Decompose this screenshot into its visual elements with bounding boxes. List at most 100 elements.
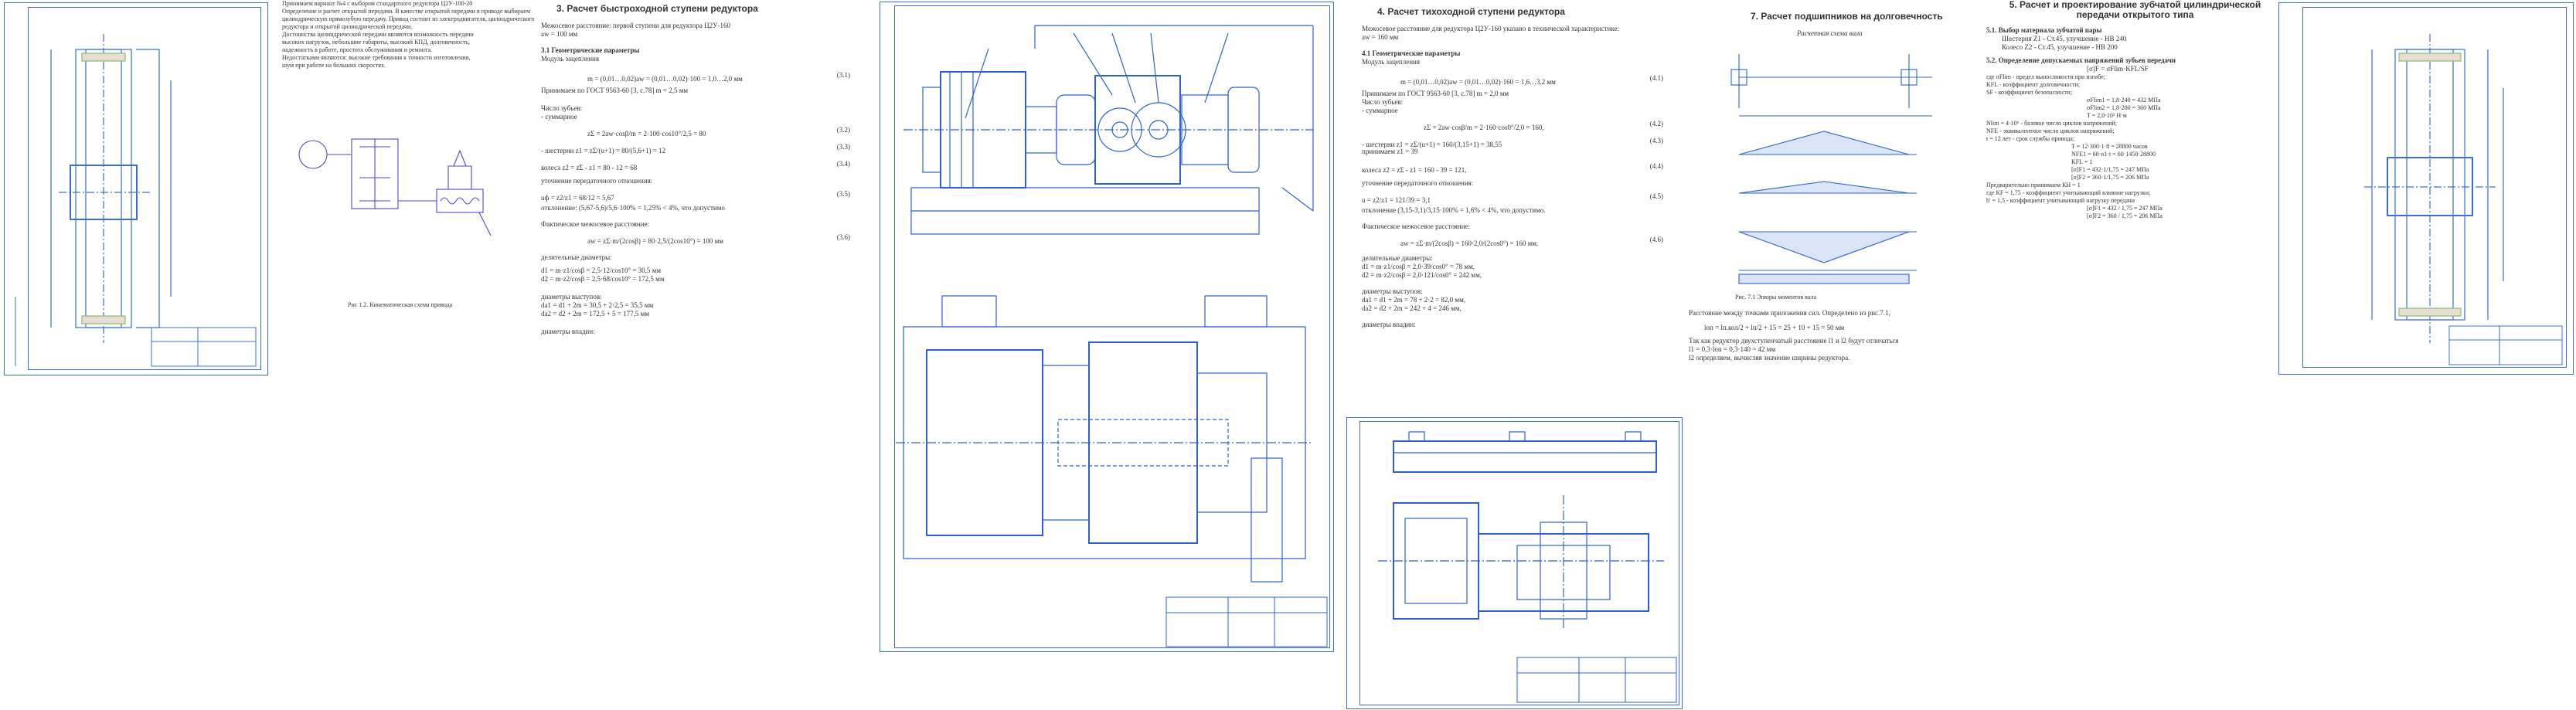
paragraph: d2 = m·z2/cosβ = 2,5·68/cos10° = 172,5 м… <box>541 275 665 283</box>
paragraph: диаметры впадин: <box>1362 321 1416 328</box>
paragraph: принимаем z1 = 39 <box>1362 148 1418 155</box>
wheel-drawing <box>2364 34 2563 365</box>
equation-number: (4.5) <box>1649 192 1663 200</box>
subsection-title: 5.2. Определение допускаемых напряжений … <box>1986 56 2176 64</box>
equation-row: m = (0,01…0,02)aw = (0,01…0,02)·100 = 1,… <box>541 71 850 83</box>
paragraph: Принимаем по ГОСТ 9563-60 [3, с.78] m = … <box>541 87 689 94</box>
drawing-sheet-frame <box>1346 417 1683 709</box>
paragraph: d1 = m·z1/cosβ = 2,5·12/cos10° = 30,5 мм <box>541 267 662 274</box>
text-line: надежность в работе, простота обслуживан… <box>282 46 433 53</box>
paragraph: где КF = 1,75 - коэффициент учитывающий … <box>1986 189 2151 196</box>
equation-row: m = (0,01…0,02)aw = (0,01…0,02)·160 = 1,… <box>1362 74 1663 86</box>
text-line: цилиндрическую прямозубую передачу. Прив… <box>282 15 535 22</box>
wheel-drawing <box>15 34 257 367</box>
equation: [σ]F = σFlim·KFL/SF <box>2087 65 2149 73</box>
paragraph: Число зубьев: <box>1362 98 1404 106</box>
equation-row: колеса z2 = zΣ - z1 = 80 - 12 = 68 (3.4) <box>541 160 850 172</box>
equation: lоп = lп.кол/2 + lп/2 + 15 = 25 + 10 + 1… <box>1704 324 1845 331</box>
column-3-text: 4. Расчет тихоходной ступени редуктора М… <box>1362 6 1663 329</box>
equation-number: (4.1) <box>1649 74 1663 82</box>
equation: zΣ = 2aw·cosβ/m = 2·100·cos10°/2,5 = 80 <box>587 130 706 138</box>
paragraph: d1 = m·z1/cosβ = 2,0·39/cos0° = 78 мм, <box>1362 263 1475 270</box>
equation: - шестерни z1 = zΣ/(u+1) = 160/(3,15+1) … <box>1362 141 1502 148</box>
paragraph: Межосевое расстояние: первой ступени для… <box>541 22 731 29</box>
paragraph: aw = 160 мм <box>1362 33 1399 41</box>
paragraph: делительные диаметры: <box>1362 254 1433 262</box>
equation-number: (4.4) <box>1649 162 1663 170</box>
equation-number: (4.2) <box>1649 120 1663 127</box>
subsection-title: 4.1 Геометрические параметры <box>1362 49 1461 57</box>
paragraph: - суммарное <box>1362 107 1398 114</box>
paragraph: отклонение: (5,67-5,6)/5,6·100% = 1,25% … <box>541 204 725 212</box>
equation-number: (3.2) <box>836 126 850 134</box>
drawing-frame <box>2302 7 2567 368</box>
equation-row: zΣ = 2aw·cosβ/m = 2·160·cos0°/2,0 = 160,… <box>1362 120 1663 131</box>
equation-number: (3.6) <box>836 233 850 241</box>
paragraph: диаметры выступов: <box>1362 287 1423 295</box>
column-4: 7. Расчет подшипников на долговечность Р… <box>1689 11 1990 38</box>
text-line: Принимаем вариант №4 с выбором стандартн… <box>282 0 473 7</box>
equation-row: - шестерни z1 = zΣ/(u+1) = 160/(3,15+1) … <box>1362 137 1663 148</box>
paragraph: da2 = d2 + 2m = 242 + 4 = 246 мм, <box>1362 304 1462 312</box>
paragraph: уточнение передаточного отношения: <box>1362 179 1474 187</box>
equation-row: zΣ = 2aw·cosβ/m = 2·100·cos10°/2,5 = 80 … <box>541 126 850 138</box>
equation-number: (3.3) <box>836 143 850 151</box>
equation: [σ]F2 = 360 / 1,75 = 206 МПа <box>2087 212 2163 219</box>
drawing-sheet-wheel-right <box>2278 2 2574 375</box>
paragraph: aw = 100 мм <box>541 30 578 38</box>
paragraph: KFL - коэффициент долговечности; <box>1986 81 2081 88</box>
equation: aw = zΣ·m/(2cosβ) = 80·2,5/(2cos10°) = 1… <box>587 237 724 245</box>
paragraph: Так как редуктор двухступенчатый расстоя… <box>1689 337 1899 345</box>
equation: σFlim2 = 1,8·200 = 360 МПа <box>2087 104 2161 111</box>
column-2-text: 3. Расчет быстроходной ступени редуктора… <box>541 3 850 336</box>
column-5: 5. Расчет и проектирование зубчатой цили… <box>1986 0 2284 220</box>
equation: u = z2/z1 = 121/39 = 3,1 <box>1362 196 1431 204</box>
subsection-title: 3.1 Геометрические параметры <box>541 46 640 54</box>
diagram-caption: Расчетная схема вала <box>1797 29 1863 37</box>
reducer-assembly-drawing <box>896 25 1328 647</box>
kinematic-scheme <box>298 138 492 236</box>
equation: aw = zΣ·m/(2cosβ) = 160·2,0/(2cos0°) = 1… <box>1400 239 1539 247</box>
drawing-sheet-wheel-left <box>4 2 268 375</box>
paragraph: где σFlim - предел выносливости при изги… <box>1986 73 2105 80</box>
equation: T = 2,0·10³ Н·м <box>2087 112 2127 119</box>
text-line: шум при работе на больших скоростях. <box>282 62 386 69</box>
drawing-sheet-reducer-assembly <box>880 2 1334 652</box>
equation: KFL = 1 <box>2071 158 2093 165</box>
column-4-text: Рис. 7.1 Эпюры моментов вала Расстояние … <box>1689 294 1990 362</box>
equation-row: uф = z2/z1 = 68/12 = 5,67 (3.5) <box>541 190 850 202</box>
paragraph: делительные диаметры: <box>541 253 612 261</box>
section-title: 5. Расчет и проектирование зубчатой цили… <box>2009 0 2261 20</box>
text-line: Недостатками являются: высокие требовани… <box>282 54 471 61</box>
paragraph: диаметры впадин: <box>541 328 595 335</box>
section-title: 3. Расчет быстроходной ступени редуктора <box>556 3 758 14</box>
paragraph: Nlim = 4·10⁶ - базовое число циклов напр… <box>1986 120 2117 127</box>
paragraph: отклонение (3,15-3,1)/3,15·100% = 1,6% <… <box>1362 206 1546 214</box>
text-line: редуктора и открытой цилиндрической пере… <box>282 23 413 30</box>
equation: [σ]F1 = 432 / 1,75 = 247 МПа <box>2087 205 2163 212</box>
section-title: 4. Расчет тихоходной ступени редуктора <box>1377 6 1565 17</box>
equation: uф = z2/z1 = 68/12 = 5,67 <box>541 194 614 202</box>
equation: σFlim1 = 1,8·240 = 432 МПа <box>2087 97 2161 104</box>
paragraph: Предварительно принимаем КН = 1 <box>1986 182 2081 189</box>
paragraph: t = 12 лет - срок службы привода; <box>1986 135 2075 142</box>
equation-row: aw = zΣ·m/(2cosβ) = 160·2,0/(2cos0°) = 1… <box>1362 236 1663 247</box>
paragraph: Фактическое межосевое расстояние: <box>541 220 650 228</box>
equation-row: колеса z2 = zΣ - z1 = 160 - 39 = 121, (4… <box>1362 162 1663 174</box>
frame-drawing <box>1378 431 1677 703</box>
equation-number: (3.4) <box>836 160 850 168</box>
paragraph: диаметры выступов: <box>541 293 602 301</box>
text-line: Определение и расчет открытой передачи. … <box>282 8 531 15</box>
drawing-frame <box>894 5 1330 648</box>
equation: - шестерни z1 = zΣ/(u+1) = 80/(5,6+1) = … <box>541 147 666 155</box>
paragraph: Расстояние между точками приложения сил.… <box>1689 309 1890 317</box>
shaft-moment-diagram <box>1730 54 1932 284</box>
equation-number: (3.5) <box>836 190 850 198</box>
paragraph: Модуль зацепления <box>1362 58 1420 66</box>
paragraph: da1 = d1 + 2m = 78 + 2·2 = 82,0 мм, <box>1362 296 1466 304</box>
equation: l1 = 0,3·lоп = 0,3·140 = 42 мм <box>1689 345 1776 353</box>
equation: NFE1 = 60·n1·t = 60·1450·28800 <box>2071 151 2156 158</box>
paragraph: Число зубьев: <box>541 104 583 112</box>
paragraph: da1 = d1 + 2m = 30,5 + 2·2,5 = 35,5 мм <box>541 301 654 309</box>
equation: [σ]F2 = 360·1/1,75 = 206 МПа <box>2071 174 2149 181</box>
